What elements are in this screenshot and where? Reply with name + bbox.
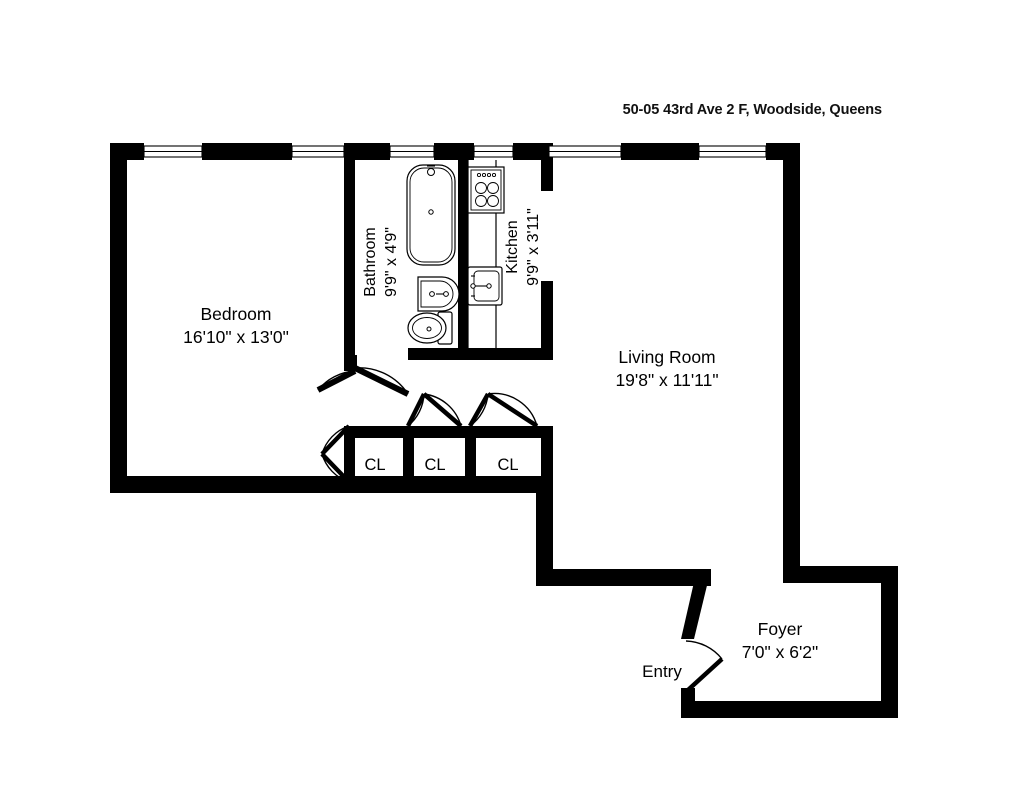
wall-closet-div-1 <box>403 426 414 484</box>
page-title: 50-05 43rd Ave 2 F, Woodside, Queens <box>622 102 882 118</box>
wall-hall-left <box>536 476 553 586</box>
wall-entry-angled <box>681 569 711 639</box>
wall-bath-bottom <box>408 348 553 360</box>
door-closet-2[interactable] <box>405 392 463 428</box>
entry-label: Entry <box>642 662 682 681</box>
wall-closet-top-3 <box>470 426 553 438</box>
closet-label-3: CL <box>497 456 518 474</box>
foyer-dims: 7'0" x 6'2" <box>742 642 819 662</box>
wall-top-seg-5 <box>513 143 549 160</box>
bedroom-dims: 16'10" x 13'0" <box>183 327 289 347</box>
window-6 <box>698 145 767 158</box>
wall-top-seg-6 <box>621 143 699 160</box>
window-4 <box>473 145 514 158</box>
wall-bedroom-bath <box>344 143 355 365</box>
wall-closet-div-0 <box>344 426 355 484</box>
label-bathroom: Bathroom 9'9" x 4'9" <box>362 227 400 297</box>
exterior-walls <box>110 143 898 718</box>
windows <box>143 145 767 158</box>
kitchen-dims: 9'9" x 3'11" <box>525 208 542 286</box>
living-room-name: Living Room <box>618 347 715 367</box>
label-foyer: Foyer 7'0" x 6'2" <box>742 619 819 662</box>
kitchen-name: Kitchen <box>504 220 521 273</box>
wall-foyer-top <box>783 566 898 583</box>
wall-right-living <box>783 143 800 583</box>
label-bedroom: Bedroom 16'10" x 13'0" <box>183 304 289 347</box>
wall-foyer-right <box>881 566 898 718</box>
wall-top-seg-2 <box>202 143 292 160</box>
window-1 <box>143 145 203 158</box>
kitchen-range-icon <box>467 166 505 214</box>
wall-entry-jamb-lower <box>681 688 695 704</box>
door-bathroom[interactable] <box>353 365 410 397</box>
bathroom-dims: 9'9" x 4'9" <box>383 227 400 297</box>
toilet-icon <box>407 311 453 345</box>
wall-top-seg-3 <box>344 143 390 160</box>
wall-closet-div-2 <box>465 426 476 484</box>
wall-closet-div-3 <box>541 426 553 484</box>
door-entry[interactable] <box>685 640 724 692</box>
wall-hall-bottom <box>536 569 711 586</box>
bathroom-sink-icon <box>417 276 460 312</box>
kitchen-sink-icon <box>467 266 503 306</box>
window-5 <box>548 145 622 158</box>
wall-bedroom-door-jamb <box>344 365 355 371</box>
window-2 <box>291 145 345 158</box>
window-3 <box>389 145 435 158</box>
wall-closet-top-1 <box>344 426 420 438</box>
wall-kitchen-right-lower <box>541 281 553 360</box>
label-kitchen: Kitchen 9'9" x 3'11" <box>504 208 542 286</box>
interior-walls <box>344 143 553 484</box>
bedroom-name: Bedroom <box>200 304 271 324</box>
door-closet-1[interactable] <box>320 424 351 484</box>
wall-foyer-bottom <box>681 701 898 718</box>
door-bedroom[interactable] <box>316 368 357 393</box>
foyer-name: Foyer <box>758 619 803 639</box>
door-closet-3[interactable] <box>468 392 539 428</box>
wall-bath-kitchen <box>458 143 468 360</box>
bathroom-name: Bathroom <box>362 227 379 296</box>
living-room-dims: 19'8" x 11'11" <box>615 370 718 390</box>
closet-label-1: CL <box>364 456 385 474</box>
closet-label-2: CL <box>424 456 445 474</box>
wall-bottom-bedroom <box>110 476 553 493</box>
bathtub-icon <box>406 164 456 266</box>
wall-left-exterior <box>110 143 127 493</box>
label-living-room: Living Room 19'8" x 11'11" <box>615 347 718 390</box>
